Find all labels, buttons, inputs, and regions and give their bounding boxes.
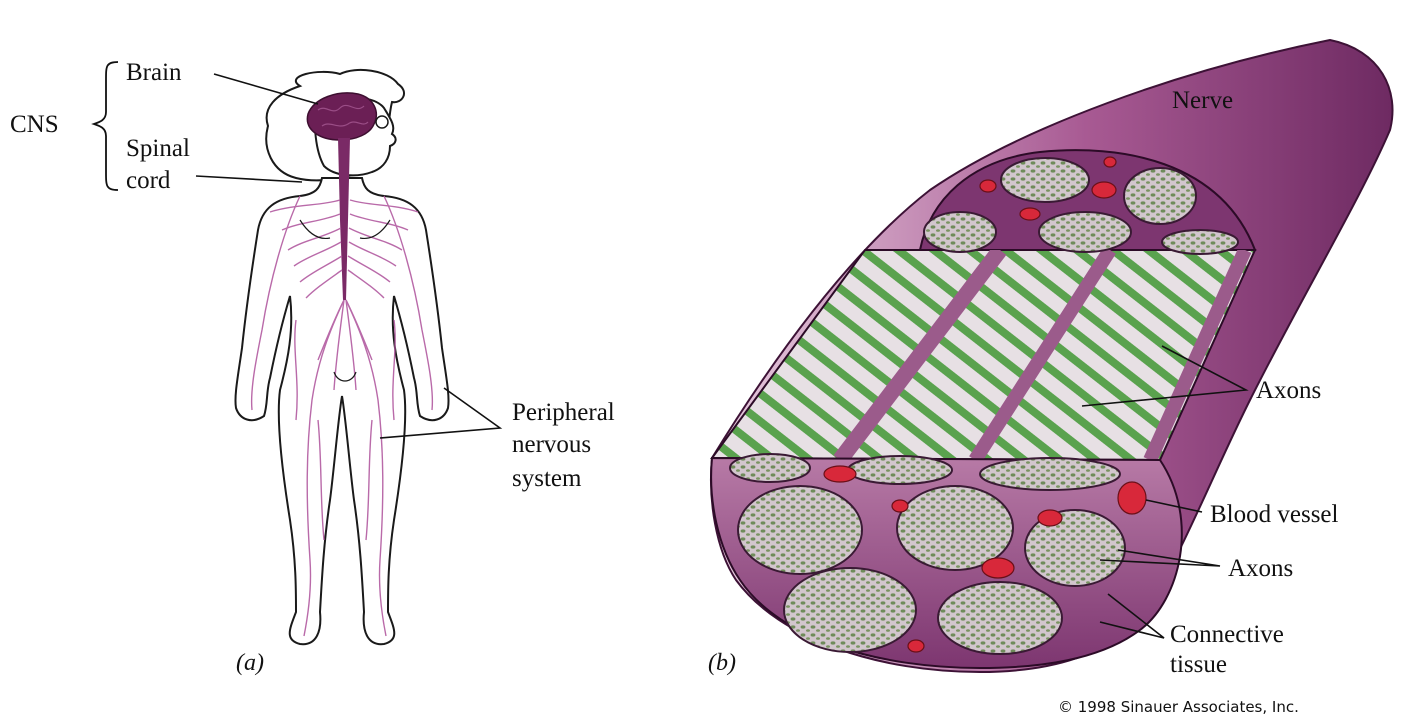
label-axons-cross: Axons (1228, 555, 1293, 582)
cns-bracket (94, 62, 118, 190)
panel-b-label: (b) (708, 650, 736, 676)
copyright-notice: © 1998 Sinauer Associates, Inc. (1058, 698, 1299, 716)
label-tissue: tissue (1170, 651, 1227, 678)
panel-a-label: (a) (236, 650, 264, 676)
label-pns-3: system (512, 465, 582, 492)
label-pns-2: nervous (512, 431, 591, 458)
label-cord: cord (126, 167, 171, 194)
label-cns: CNS (10, 111, 59, 138)
leader-spinal-cord (196, 176, 302, 182)
label-blood-vessel: Blood vessel (1210, 501, 1339, 528)
label-connective: Connective (1170, 621, 1284, 648)
label-nerve: Nerve (1172, 87, 1233, 114)
label-spinal: Spinal (126, 135, 190, 162)
label-pns-1: Peripheral (512, 399, 615, 426)
human-figure (235, 70, 448, 644)
label-brain: Brain (126, 59, 182, 86)
eye-icon (376, 116, 388, 128)
label-axons-long: Axons (1256, 377, 1321, 404)
